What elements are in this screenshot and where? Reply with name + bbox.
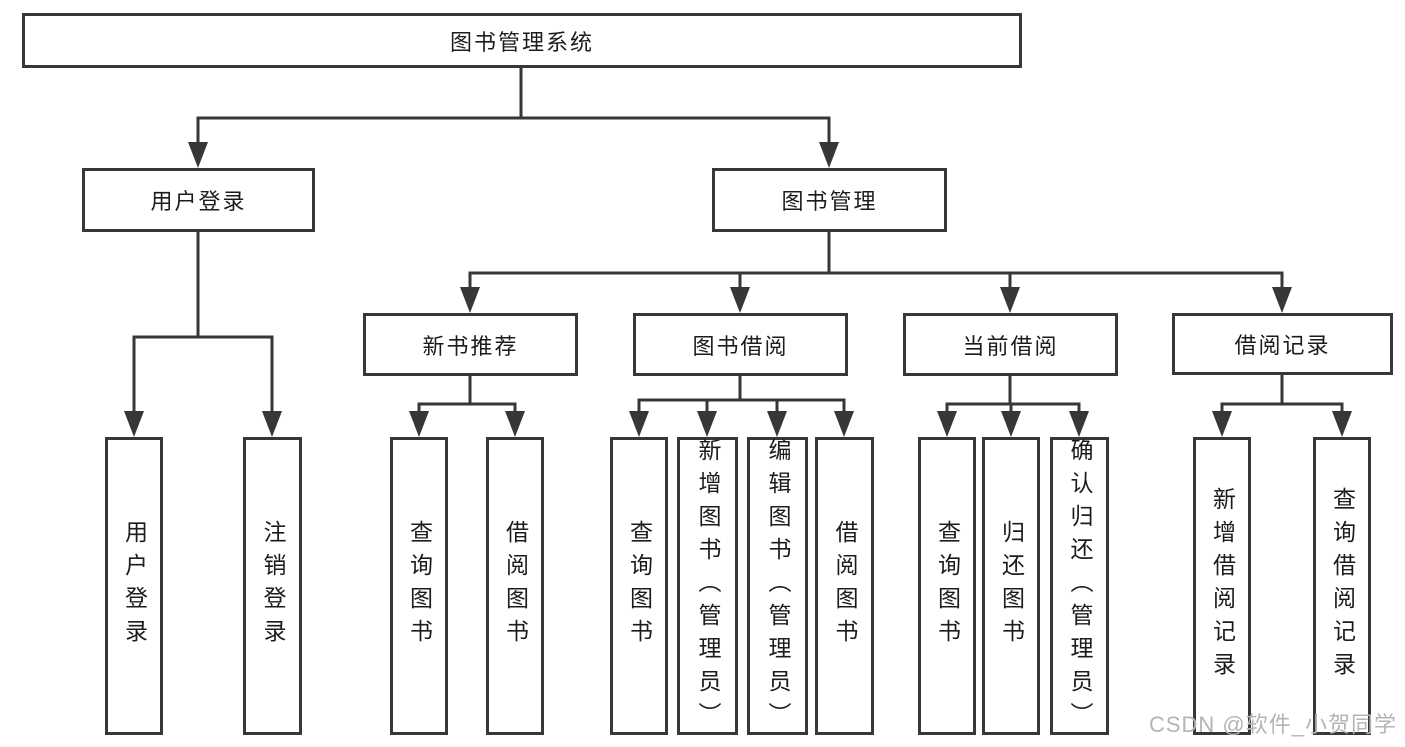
node-book-borrow: 图书借阅 bbox=[633, 313, 848, 376]
node-label: 注销登录 bbox=[260, 520, 286, 652]
node-current-borrow: 当前借阅 bbox=[903, 313, 1118, 376]
node-book-mgmt: 图书管理 bbox=[712, 168, 947, 232]
node-label: 当前借阅 bbox=[962, 333, 1059, 359]
node-leaf-borrow-book-new: 借阅图书 bbox=[486, 437, 544, 735]
node-label: 查询借阅记录 bbox=[1329, 487, 1356, 685]
node-label: 借阅记录 bbox=[1234, 333, 1331, 358]
connector-user-login bbox=[124, 232, 282, 437]
node-leaf-query-borrow-rec: 查询借阅记录 bbox=[1313, 437, 1371, 735]
node-borrow-record: 借阅记录 bbox=[1172, 313, 1393, 375]
node-label: 图书管理系统 bbox=[449, 29, 594, 55]
node-leaf-add-borrow-rec: 新增借阅记录 bbox=[1193, 437, 1251, 735]
node-leaf-query-book-new: 查询图书 bbox=[390, 437, 448, 735]
node-leaf-borrow-book: 借阅图书 bbox=[815, 437, 874, 735]
node-label: 新增借阅记录 bbox=[1209, 487, 1236, 685]
node-label: 查询图书 bbox=[406, 520, 433, 652]
node-label: 新增图书（管理员） bbox=[695, 437, 721, 735]
node-leaf-logout: 注销登录 bbox=[243, 437, 302, 735]
node-root: 图书管理系统 bbox=[22, 13, 1022, 68]
connector-book-mgmt bbox=[460, 232, 1292, 313]
node-label: 用户登录 bbox=[121, 520, 148, 652]
node-label: 归还图书 bbox=[998, 520, 1025, 652]
watermark: CSDN @软件_小贺同学 bbox=[1148, 712, 1397, 737]
node-new-book-rec: 新书推荐 bbox=[363, 313, 578, 376]
node-label: 查询图书 bbox=[934, 520, 961, 652]
connector-current-borrow bbox=[937, 376, 1089, 437]
node-leaf-confirm-return: 确认归还（管理员） bbox=[1050, 437, 1109, 735]
node-user-login: 用户登录 bbox=[82, 168, 315, 232]
node-leaf-edit-book: 编辑图书（管理员） bbox=[747, 437, 808, 735]
node-label: 借阅图书 bbox=[502, 520, 529, 652]
connector-book-borrow bbox=[629, 376, 854, 437]
node-label: 用户登录 bbox=[150, 189, 247, 214]
node-leaf-query-book-borrow: 查询图书 bbox=[610, 437, 668, 735]
node-leaf-query-book-cur: 查询图书 bbox=[918, 437, 976, 735]
node-label: 借阅图书 bbox=[832, 520, 858, 652]
node-label: 查询图书 bbox=[626, 520, 653, 652]
connector-borrow-record bbox=[1212, 375, 1352, 437]
node-label: 新书推荐 bbox=[422, 333, 519, 359]
node-label: 图书管理 bbox=[781, 189, 878, 214]
connector-new-book-rec bbox=[409, 376, 525, 437]
node-leaf-user-login: 用户登录 bbox=[105, 437, 163, 735]
node-leaf-add-book: 新增图书（管理员） bbox=[677, 437, 738, 735]
node-leaf-return-book: 归还图书 bbox=[982, 437, 1040, 735]
node-label: 编辑图书（管理员） bbox=[765, 437, 791, 735]
node-label: 确认归还（管理员） bbox=[1067, 437, 1093, 735]
connector-root bbox=[188, 68, 839, 168]
node-label: 图书借阅 bbox=[692, 333, 789, 359]
